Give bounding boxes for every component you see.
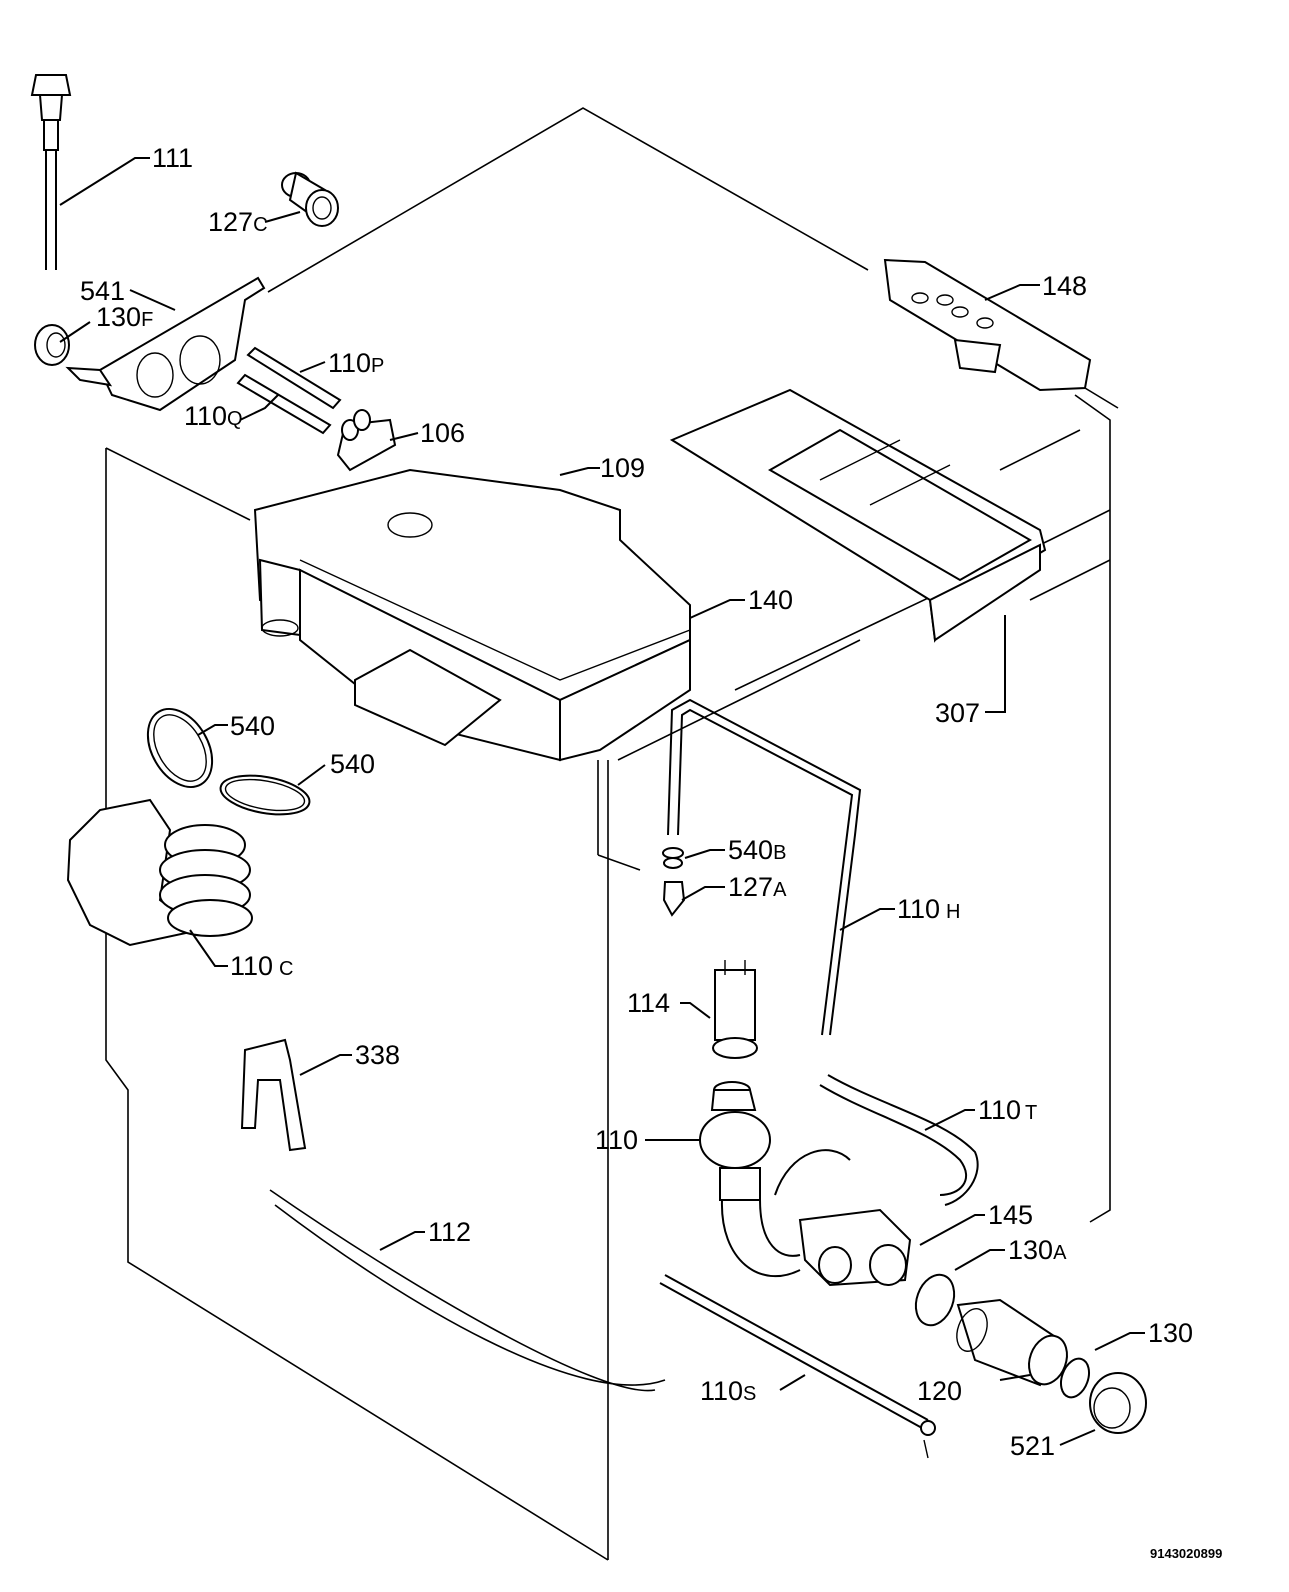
document-code: 9143020899: [1150, 1546, 1223, 1561]
control-panel-541-part: [65, 276, 266, 412]
callout-110s: 110S: [700, 1376, 756, 1406]
callout-338: 338: [355, 1040, 400, 1070]
filter-120-part: [956, 1298, 1068, 1387]
callout-114: 114: [627, 988, 670, 1018]
callout-130f: 130F: [96, 302, 153, 332]
callout-145: 145: [988, 1200, 1033, 1230]
hose-110h-part: [667, 698, 862, 1036]
solenoid-106-part: [336, 409, 397, 472]
callout-127a: 127A: [728, 872, 787, 902]
valve-127c-part: [281, 171, 339, 227]
callout-labels: 111 127C 541 130F 110P 110Q 106 109 148 …: [80, 143, 1193, 1461]
inlet-hose-part: [30, 74, 72, 270]
callout-130: 130: [1148, 1318, 1193, 1348]
callout-148: 148: [1042, 271, 1087, 301]
clamp-540-lower-part: [219, 774, 311, 816]
knob-130f-part: [34, 324, 70, 366]
bellows-110c-part: [66, 798, 253, 947]
callout-112: 112: [428, 1217, 471, 1247]
callout-120: 120: [917, 1376, 962, 1406]
sump-110-part: [699, 1081, 801, 1278]
callout-109: 109: [600, 453, 645, 483]
clamp-540-upper-part: [146, 708, 214, 788]
hose-110t-part: [819, 1074, 979, 1206]
dispenser-housing-109-part: [253, 468, 691, 762]
callout-130a: 130A: [1008, 1235, 1067, 1265]
callout-540b: 540B: [728, 835, 786, 865]
callout-140: 140: [748, 585, 793, 615]
panel-148-part: [883, 258, 1092, 392]
callout-540-lower: 540: [330, 749, 375, 779]
bracket-338-part: [240, 1038, 307, 1152]
rod-110s-part: [659, 1274, 936, 1459]
detergent-drawer-307-part: [669, 388, 1047, 643]
pressure-switch-114-part: [712, 960, 758, 1059]
cap-521-part: [1089, 1372, 1147, 1434]
callout-521: 521: [1010, 1431, 1055, 1461]
seal-130a-part: [914, 1273, 956, 1327]
callout-307: 307: [935, 698, 980, 728]
connector-127a-part: [662, 881, 686, 917]
callout-541: 541: [80, 276, 125, 306]
pump-145-part: [774, 1149, 912, 1287]
callout-127c: 127C: [208, 207, 268, 237]
callout-540-upper: 540: [230, 711, 275, 741]
callout-111: 111: [152, 143, 193, 173]
clamp-540b-part: [662, 847, 684, 869]
callout-110q: 110Q: [184, 401, 243, 431]
leader-lines: [59, 157, 1145, 1446]
callout-110p: 110P: [328, 348, 384, 378]
callout-110: 110: [595, 1125, 638, 1155]
tubes-110p-110q-part: [236, 346, 342, 435]
callout-106: 106: [420, 418, 465, 448]
ring-130-part: [1059, 1357, 1091, 1399]
